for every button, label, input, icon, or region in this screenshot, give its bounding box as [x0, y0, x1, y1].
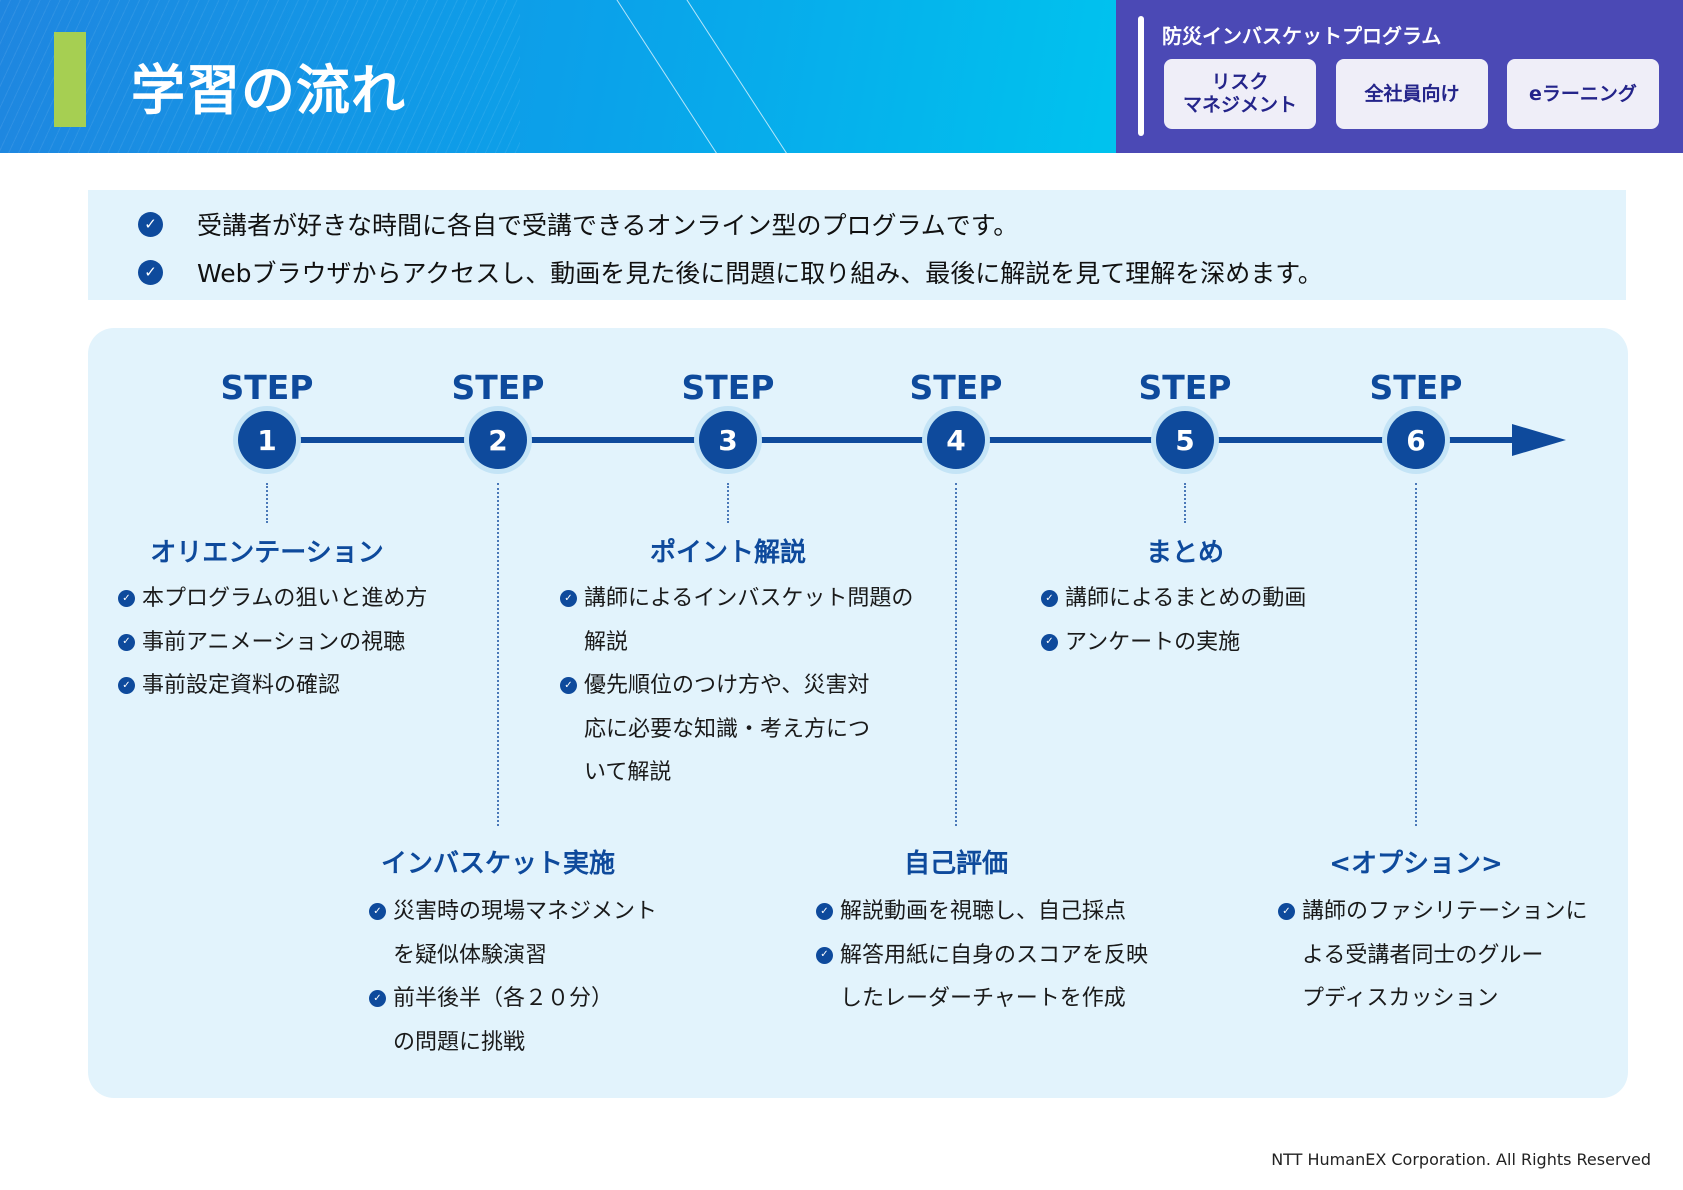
step-title: インバスケット実施	[380, 849, 615, 879]
bullet-line: 講師のファシリテーションに✓	[1278, 890, 1588, 934]
check-circle-icon: ✓	[118, 677, 135, 694]
step-title: オリエンテーション	[150, 538, 384, 568]
dotted-connector	[1184, 483, 1186, 523]
bullet-line: いて解説	[584, 760, 672, 785]
check-circle-icon: ✓	[118, 633, 135, 651]
bullet-line: の問題に挑戦	[393, 1029, 526, 1055]
check-circle-icon: ✓	[118, 590, 135, 607]
check-circle-icon: ✓	[560, 590, 577, 607]
step-title: <オプション>	[1329, 849, 1503, 879]
step-bullet-list: 講師によるインバスケット問題の✓ 解説優先順位のつけ方や、災害対✓ 応に必要な知識・…	[560, 577, 913, 795]
bullet-line: プディスカッション	[1302, 986, 1499, 1011]
step-label: STEP	[451, 368, 545, 407]
step-number: 3	[699, 411, 757, 469]
decor-line	[680, 0, 790, 153]
step-number: 6	[1387, 411, 1445, 469]
program-panel: 防災インバスケットプログラム リスクマネジメント 全社員向け eラーニング	[1116, 0, 1683, 153]
check-circle-icon: ✓	[138, 259, 163, 285]
bullet-line: 優先順位のつけ方や、災害対✓	[560, 664, 913, 708]
step-6-marker: 6	[1382, 406, 1450, 474]
step-number: 4	[927, 411, 985, 469]
tag-label: マネジメント	[1182, 94, 1297, 116]
step-title: ポイント解説	[649, 538, 806, 568]
intro-item: ✓ Webブラウザからアクセスし、動画を見た後に問題に取り組み、最後に解説を見て理…	[138, 254, 1323, 290]
check-circle-icon: ✓	[1278, 903, 1295, 920]
bullet-line: 前半後半（各２０分）✓	[369, 977, 657, 1021]
program-title: 防災インバスケットプログラム	[1162, 24, 1442, 48]
tag-label: リスク	[1211, 71, 1269, 94]
tag-label: 全社員向け	[1364, 82, 1460, 105]
step-bullet-list: 本プログラムの狙いと進め方✓事前アニメーションの視聴✓事前設定資料の確認✓	[118, 577, 427, 708]
bullet-line: 事前設定資料の確認✓	[118, 664, 427, 708]
step-bullet-list: 講師によるまとめの動画✓アンケートの実施✓	[1041, 577, 1306, 665]
step-number: 5	[1156, 411, 1214, 469]
step-bullet-list: 講師のファシリテーションに✓ よる受講者同士のグループディスカッション	[1278, 890, 1588, 1021]
bullet-line: 講師によるインバスケット問題の✓	[560, 577, 913, 621]
step-label: STEP	[681, 368, 775, 407]
step-label: STEP	[1138, 368, 1232, 407]
step-1-marker: 1	[233, 406, 301, 474]
intro-text: 受講者が好きな時間に各自で受講できるオンライン型のプログラムです。	[197, 211, 1019, 240]
dotted-connector	[955, 483, 957, 826]
dotted-connector	[497, 483, 499, 826]
step-title: 自己評価	[903, 849, 1008, 879]
bullet-line: 解答用紙に自身のスコアを反映✓	[816, 934, 1148, 978]
page-title: 学習の流れ	[131, 59, 406, 122]
intro-box: ✓ 受講者が好きな時間に各自で受講できるオンライン型のプログラムです。 ✓ Webブ…	[88, 190, 1626, 300]
step-2-marker: 2	[464, 406, 532, 474]
step-number: 2	[469, 411, 527, 469]
divider	[1138, 16, 1144, 136]
check-circle-icon: ✓	[560, 677, 577, 694]
dotted-connector	[266, 483, 268, 523]
intro-text: Webブラウザからアクセスし、動画を見た後に問題に取り組み、最後に解説を見て理解…	[197, 259, 1323, 288]
tag-label: eラーニング	[1529, 82, 1637, 105]
copyright: NTT HumanEX Corporation. All Rights Rese…	[1271, 1150, 1651, 1169]
dotted-connector	[727, 483, 729, 523]
bullet-line: 解説動画を視聴し、自己採点✓	[816, 890, 1148, 934]
tag-elearning: eラーニング	[1507, 59, 1659, 129]
check-circle-icon: ✓	[369, 990, 386, 1007]
bullet-line: 災害時の現場マネジメント✓	[369, 890, 657, 934]
step-bullet-list: 災害時の現場マネジメント✓ を疑似体験演習前半後半（各２０分）✓ の問題に挑戦	[369, 890, 657, 1064]
dotted-connector	[1415, 483, 1417, 826]
step-bullet-list: 解説動画を視聴し、自己採点✓解答用紙に自身のスコアを反映✓ したレーダーチャートを…	[816, 890, 1148, 1021]
intro-item: ✓ 受講者が好きな時間に各自で受講できるオンライン型のプログラムです。	[138, 206, 1018, 242]
check-circle-icon: ✓	[816, 903, 833, 920]
check-circle-icon: ✓	[369, 903, 386, 920]
tag-risk-management: リスクマネジメント	[1164, 59, 1316, 129]
header-banner: 学習の流れ	[0, 0, 1116, 153]
check-circle-icon: ✓	[1041, 633, 1058, 651]
step-number: 1	[238, 411, 296, 469]
arrow-head-icon	[1512, 424, 1566, 456]
bullet-line: 解説	[584, 629, 629, 655]
bullet-line: を疑似体験演習	[393, 942, 548, 968]
bullet-line: よる受講者同士のグルー	[1302, 942, 1544, 968]
bullet-line: 講師によるまとめの動画✓	[1041, 577, 1306, 621]
bullet-line: 本プログラムの狙いと進め方✓	[118, 577, 427, 621]
bullet-line: したレーダーチャートを作成	[840, 986, 1126, 1011]
step-label: STEP	[1369, 368, 1463, 407]
step-label: STEP	[220, 368, 314, 407]
bullet-line: 事前アニメーションの視聴✓	[118, 621, 427, 665]
step-4-marker: 4	[922, 406, 990, 474]
step-label: STEP	[909, 368, 1003, 407]
step-title: まとめ	[1145, 538, 1224, 568]
decor-line	[610, 0, 720, 153]
bullet-line: 応に必要な知識・考え方につ	[584, 716, 871, 742]
steps-panel	[88, 328, 1628, 1098]
check-circle-icon: ✓	[1041, 590, 1058, 607]
check-circle-icon: ✓	[816, 946, 833, 964]
tag-all-employees: 全社員向け	[1336, 59, 1488, 129]
accent-bar	[54, 32, 86, 127]
step-3-marker: 3	[694, 406, 762, 474]
timeline-line	[267, 437, 1517, 443]
check-circle-icon: ✓	[138, 211, 163, 237]
step-5-marker: 5	[1151, 406, 1219, 474]
bullet-line: アンケートの実施✓	[1041, 621, 1306, 665]
